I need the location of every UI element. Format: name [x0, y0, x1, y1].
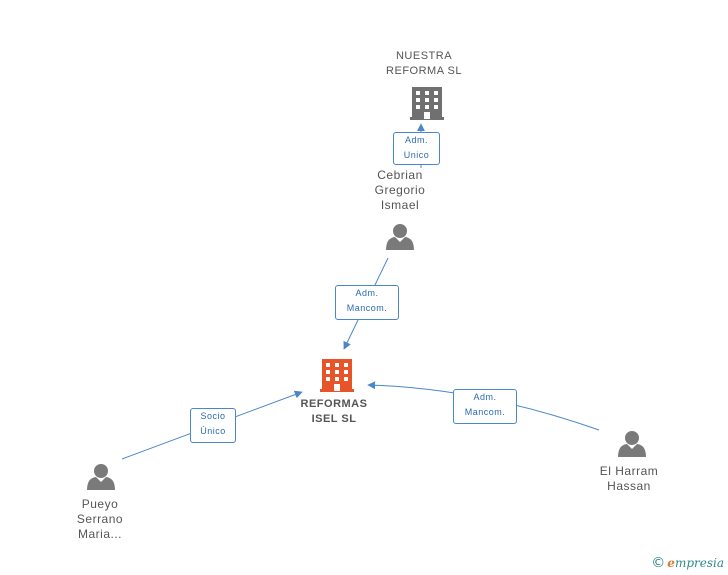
edge-badge-pueyo-reformas[interactable]: Socio Único: [190, 408, 236, 443]
person-icon: [386, 224, 414, 250]
person-icon: [87, 464, 115, 490]
empresia-watermark: ©empresia: [651, 555, 724, 571]
person-icon: [618, 431, 646, 457]
edge-badge-harram-reformas[interactable]: Adm. Mancom.: [453, 389, 517, 424]
building-icon: [320, 359, 354, 392]
building-icon: [410, 87, 444, 120]
edge-badge-cebrian-reformas[interactable]: Adm. Mancom.: [335, 285, 399, 320]
brand-name: mpresia: [674, 556, 724, 570]
edge-badge-cebrian-nuestra[interactable]: Adm. Unico: [393, 132, 440, 165]
node-label-nuestra-reforma[interactable]: NUESTRA REFORMA SL: [386, 50, 462, 77]
node-label-cebrian[interactable]: Cebrian Gregorio Ismael: [374, 168, 426, 212]
node-label-el-harram[interactable]: El Harram Hassan: [599, 464, 659, 493]
brand-initial: e: [667, 556, 675, 570]
node-label-pueyo[interactable]: Pueyo Serrano Maria...: [76, 497, 124, 541]
copyright-symbol: ©: [651, 555, 666, 571]
node-label-reformas-isel[interactable]: REFORMAS ISEL SL: [300, 398, 368, 425]
